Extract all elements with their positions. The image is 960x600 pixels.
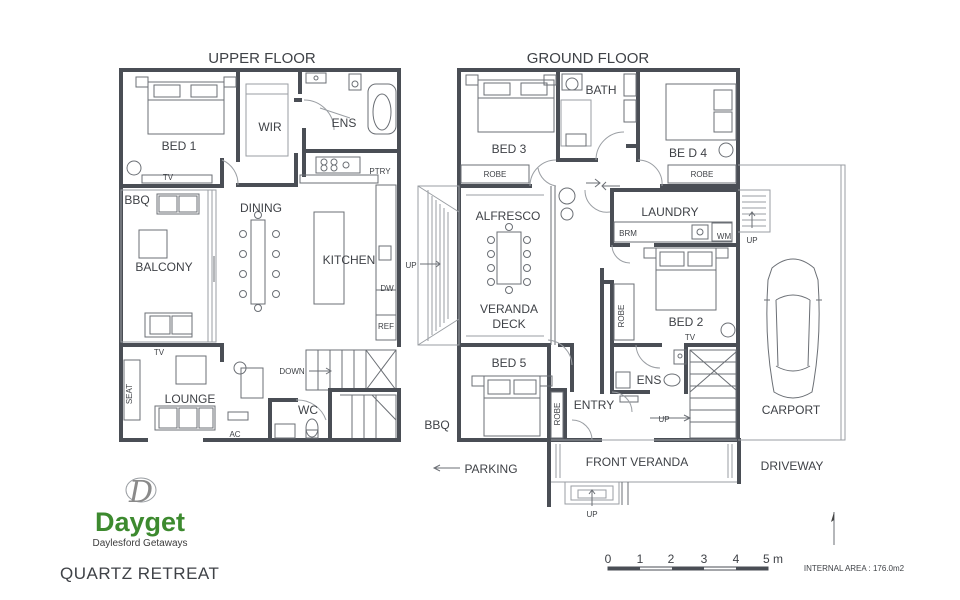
label-robe-bed2: ROBE (617, 305, 626, 328)
ground-floor-title: GROUND FLOOR (527, 50, 650, 67)
label-driveway: DRIVEWAY (761, 459, 824, 473)
label-robe-bed4: ROBE (691, 170, 714, 179)
scale-bar: 0 1 2 3 4 5 m INTERNAL AREA : 176.0m2 (605, 552, 905, 573)
upper-floor-title: UPPER FLOOR (208, 50, 316, 67)
room-label-bbq-upper: BBQ (124, 193, 149, 207)
room-label-bed4: BE D 4 (669, 146, 707, 160)
label-brm: BRM (619, 229, 637, 238)
room-label-carport: CARPORT (762, 403, 821, 417)
label-bbq-ground: BBQ (424, 418, 449, 432)
tv-label-lounge: TV (154, 348, 165, 357)
label-ref: REF (378, 322, 394, 331)
scale-tick-4: 4 (733, 552, 740, 566)
label-ac: AC (229, 430, 240, 439)
stair-label-up-carport: UP (746, 236, 757, 245)
label-robe-bed5: ROBE (553, 403, 562, 426)
room-label-ens-upper: ENS (332, 116, 357, 130)
room-label-kitchen: KITCHEN (323, 253, 376, 267)
room-label-bed2: BED 2 (669, 315, 704, 329)
label-ptry: PTRY (369, 167, 391, 176)
stair-label-down: DOWN (279, 367, 305, 376)
property-name: QUARTZ RETREAT (60, 564, 219, 583)
internal-area: INTERNAL AREA : 176.0m2 (804, 564, 905, 573)
stair-label-up-entry: UP (658, 415, 669, 424)
brand-name: Dayget (95, 507, 185, 537)
room-label-bath: BATH (585, 83, 616, 97)
room-label-entry: ENTRY (574, 398, 614, 412)
ground-floor: GROUND FLOOR (405, 50, 846, 545)
stair-label-up-left: UP (405, 261, 416, 270)
room-label-bed1: BED 1 (162, 139, 197, 153)
room-label-dining: DINING (240, 201, 282, 215)
stair-label-up-front: UP (586, 510, 597, 519)
room-label-ens-ground: ENS (637, 373, 662, 387)
room-label-wc: WC (298, 403, 318, 417)
label-wm: WM (717, 232, 732, 241)
logo-mark: D (128, 475, 153, 510)
room-label-alfresco: ALFRESCO (476, 209, 541, 223)
label-veranda-deck-2: DECK (492, 317, 525, 331)
upper-floor: UPPER FLOOR (119, 50, 401, 442)
room-label-balcony: BALCONY (135, 260, 192, 274)
scale-tick-0: 0 (605, 552, 612, 566)
label-front-veranda: FRONT VERANDA (586, 455, 688, 469)
room-label-wir: WIR (258, 120, 282, 134)
brand-tagline: Daylesford Getaways (92, 538, 187, 549)
room-label-bed3: BED 3 (492, 142, 527, 156)
scale-tick-2: 2 (668, 552, 675, 566)
tv-label-bed1: TV (163, 173, 174, 182)
room-label-bed5: BED 5 (492, 356, 527, 370)
label-seat: SEAT (125, 384, 134, 404)
branding: D Dayget Daylesford Getaways QUARTZ RETR… (60, 475, 219, 583)
logo-swirl (125, 477, 157, 503)
label-veranda-deck-1: VERANDA (480, 302, 538, 316)
room-label-laundry: LAUNDRY (641, 205, 698, 219)
scale-tick-5: 5 m (763, 552, 783, 566)
label-dw: DW (380, 284, 394, 293)
tv-label-bed2: TV (685, 333, 696, 342)
scale-tick-1: 1 (637, 552, 644, 566)
label-parking: PARKING (464, 462, 517, 476)
label-robe-bed3: ROBE (484, 170, 507, 179)
scale-tick-3: 3 (701, 552, 708, 566)
room-label-lounge: LOUNGE (165, 392, 216, 406)
